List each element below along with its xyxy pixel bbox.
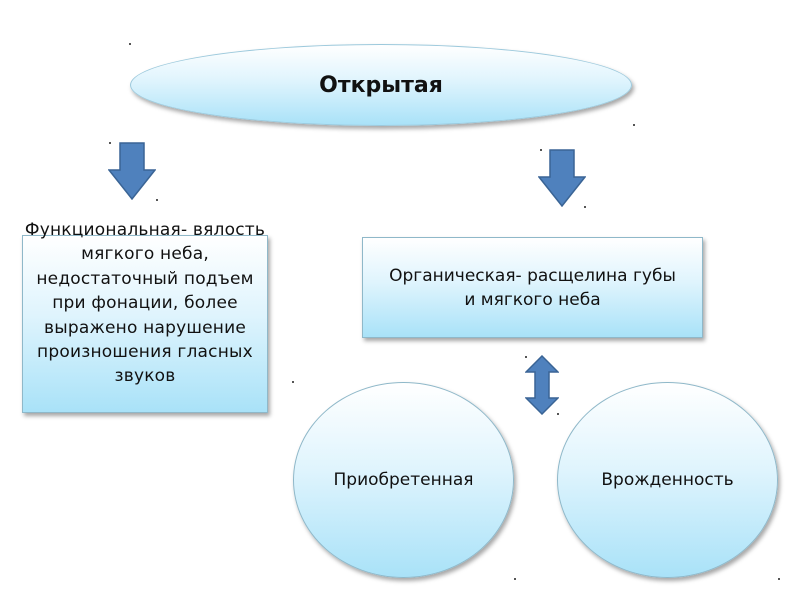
placeholder-dot	[540, 149, 542, 151]
arrow-down-icon	[538, 149, 586, 207]
functional-box	[22, 235, 268, 413]
placeholder-dot	[514, 578, 516, 580]
placeholder-dot	[584, 206, 586, 208]
placeholder-dot	[778, 578, 780, 580]
placeholder-dot	[129, 43, 131, 45]
organic-label: Органическая- расщелина губы и мягкого н…	[389, 265, 676, 310]
title-ellipse: Открытая	[130, 44, 632, 126]
placeholder-dot	[633, 124, 635, 126]
congenital-circle: Врожденность	[557, 382, 778, 578]
functional-label: Функциональная- вялость мягкого неба, не…	[24, 220, 266, 387]
arrow-up-down-icon	[525, 355, 559, 415]
arrow-down-icon	[108, 142, 156, 200]
placeholder-dot	[525, 356, 527, 358]
placeholder-dot	[156, 199, 158, 201]
diagram-title: Открытая	[319, 72, 443, 98]
acquired-circle: Приобретенная	[293, 382, 514, 578]
congenital-label: Врожденность	[601, 470, 734, 490]
placeholder-dot	[109, 142, 111, 144]
placeholder-dot	[557, 413, 559, 415]
placeholder-dot	[292, 381, 294, 383]
acquired-label: Приобретенная	[333, 470, 474, 490]
organic-box: Органическая- расщелина губы и мягкого н…	[362, 237, 703, 338]
